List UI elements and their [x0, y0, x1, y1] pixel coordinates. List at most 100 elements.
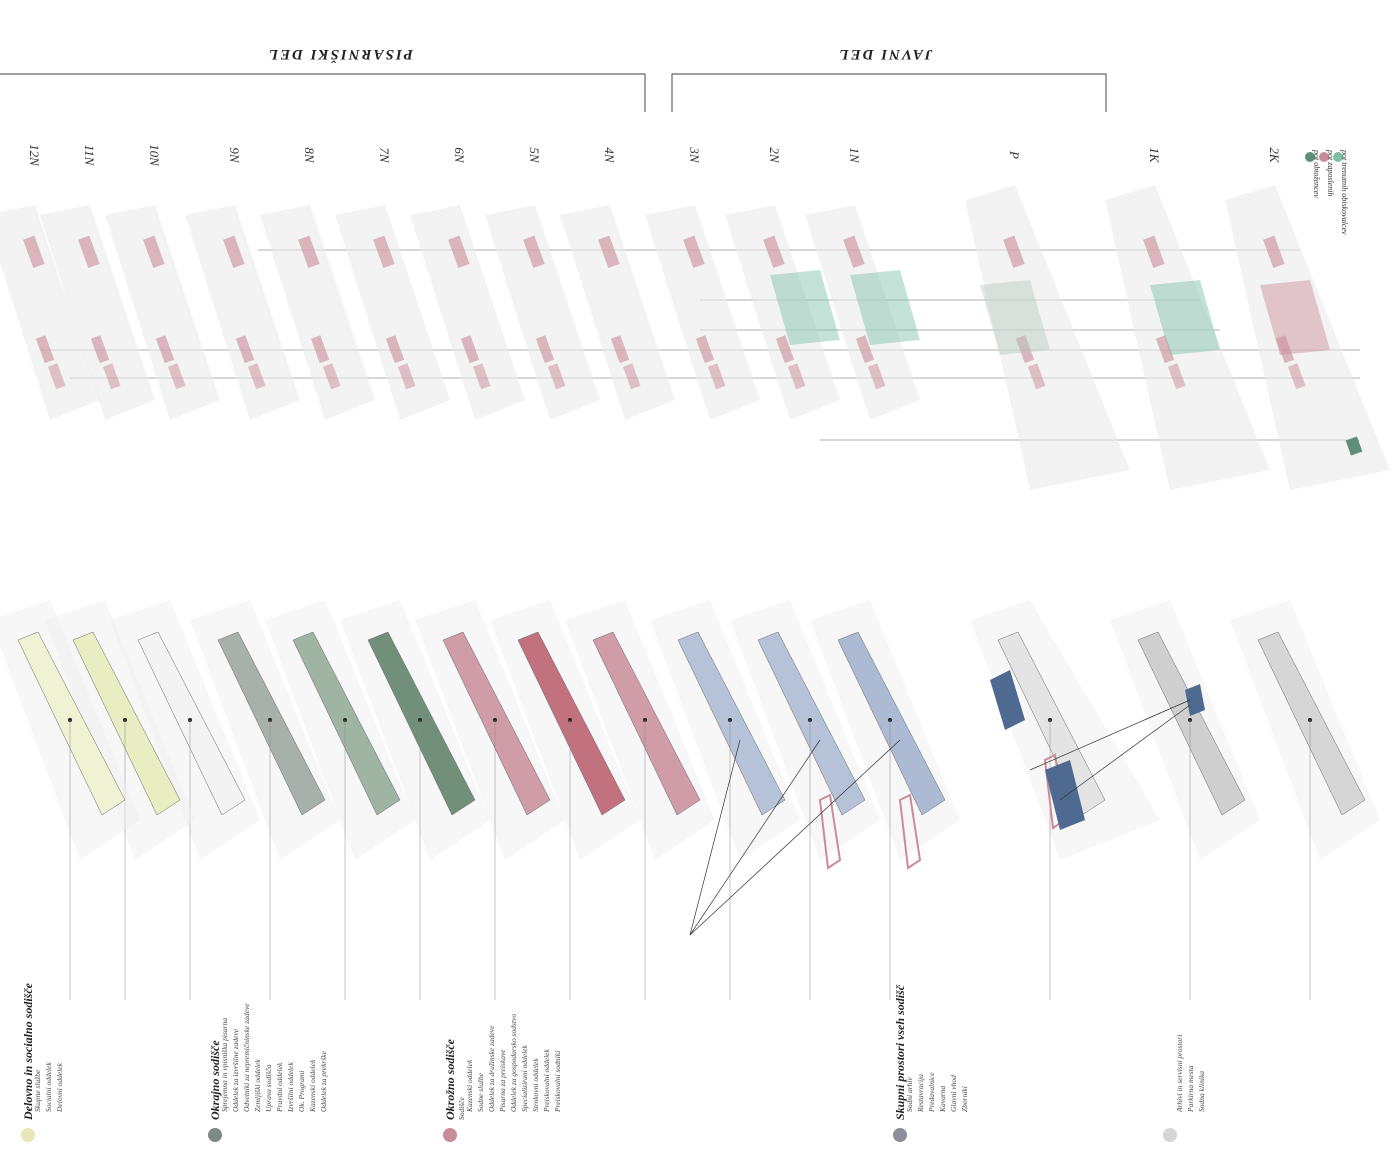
group-swatch [208, 1128, 222, 1142]
vertical-core-marker [167, 363, 186, 390]
legend-label: pot obtožencev [1312, 149, 1321, 198]
floor-slab [105, 205, 220, 420]
floor-slab [0, 205, 100, 420]
group-item: Kazenski oddelek [465, 1059, 474, 1113]
floor-slab [185, 205, 300, 420]
vertical-core-marker [322, 363, 341, 390]
vertical-core-marker [867, 363, 886, 390]
leader-line [689, 739, 821, 936]
circulation-floor [805, 205, 920, 420]
vertical-core-marker [1155, 335, 1175, 364]
program-floor [265, 600, 415, 1000]
program-strip [1257, 631, 1366, 816]
program-floor [190, 600, 340, 1000]
program-floor [0, 600, 140, 1000]
level-label: 4N [602, 147, 617, 164]
vertical-core-marker [1015, 335, 1035, 364]
group-item: Preiskovalni oddelek [542, 1049, 551, 1113]
group-item: Sodni arhiv [905, 1077, 914, 1112]
group-item: Pravdni oddelek [275, 1062, 284, 1113]
circulation-floor [485, 205, 600, 420]
floor-slab [410, 205, 525, 420]
level-label: 7N [377, 147, 392, 164]
circulation-floor [0, 205, 100, 420]
vertical-core-marker [843, 235, 865, 268]
circulation-floor [105, 205, 220, 420]
program-floor [970, 600, 1160, 1000]
section-title-office: PISARNIŠKI DEL [267, 46, 413, 63]
level-label: 1K [1147, 147, 1162, 164]
program-floors [0, 600, 1380, 1000]
section-brace-public: JAVNI DEL [671, 46, 1107, 112]
vertical-core-marker [448, 235, 470, 268]
vertical-core-marker [1003, 235, 1025, 268]
group-item: Parkirna mesta [1186, 1065, 1195, 1113]
group-swatch [443, 1128, 457, 1142]
program-strip [592, 631, 701, 816]
vertical-core-marker [385, 335, 405, 364]
floor-slab [560, 205, 675, 420]
program-strip [217, 631, 326, 816]
group-item: Preiskovalni sodniki [553, 1051, 562, 1113]
vertical-core-marker [310, 335, 330, 364]
level-label: 3N [687, 146, 702, 164]
level-label: 12N [27, 144, 42, 167]
program-strip [442, 631, 551, 816]
floor-slab [645, 205, 760, 420]
floor-slab [965, 185, 1130, 490]
group-item: Izvršilni oddelek [286, 1062, 295, 1113]
vertical-core-marker [535, 335, 555, 364]
group-item: Oddelek za gospodarsko sodstvo [509, 1014, 518, 1112]
stair-connector [898, 793, 922, 870]
circulation-floors [0, 185, 1390, 490]
circulation-floor [725, 205, 840, 420]
group-item: Sodna klinika [1197, 1071, 1206, 1112]
vertical-core-marker [622, 363, 641, 390]
program-floor [810, 600, 960, 1000]
level-label: 2N [767, 147, 782, 164]
section-title-public: JAVNI DEL [838, 46, 934, 62]
program-strip [677, 631, 786, 816]
section-brace-office: PISARNIŠKI DEL [0, 46, 646, 112]
group-item: Strokovni oddelek [531, 1058, 540, 1112]
program-floor [1230, 600, 1380, 1000]
circulation-floor [40, 205, 155, 420]
group-item: Predavalnice [927, 1072, 936, 1113]
group-title: Delovno in socialno sodišče [21, 982, 35, 1121]
circulation-floor [335, 205, 450, 420]
legend-label: pot trenutnih obiskovalcev [1340, 149, 1349, 235]
circulation-floor [965, 185, 1130, 490]
floor-slab [1105, 185, 1270, 490]
level-label: 8N [302, 147, 317, 164]
group-item: Zborniki [960, 1086, 969, 1112]
circulation-legend: pot trenutnih obiskovalcev pot zaposlenih… [1305, 149, 1349, 235]
group-item: Oddelek za izvršilne zadeve [231, 1028, 240, 1112]
vertical-core-marker [1167, 363, 1186, 390]
vertical-core-marker [223, 235, 245, 268]
level-label: 10N [147, 144, 162, 167]
public-zone [990, 670, 1025, 730]
public-zone [1045, 760, 1085, 830]
group-swatch [1163, 1128, 1177, 1142]
level-label: P [1007, 150, 1022, 159]
floor-slab [805, 205, 920, 420]
vertical-core-marker [397, 363, 416, 390]
vertical-core-marker [78, 235, 100, 268]
public-zone [1185, 684, 1205, 716]
group-item: Skupne službe [33, 1069, 42, 1112]
program-floor [415, 600, 565, 1000]
group-item: Odvetniki za nepremičninske zadeve [242, 1003, 251, 1112]
floor-slab [485, 205, 600, 420]
vertical-core-marker [1263, 235, 1285, 268]
circulation-zone [850, 270, 920, 345]
legend-label: pot zaposlenih [1326, 149, 1335, 196]
vertical-core-marker [1027, 363, 1046, 390]
level-label: 6N [452, 147, 467, 164]
stair-connector [818, 793, 842, 870]
level-label: 1N [847, 147, 862, 164]
leader-line [1029, 699, 1191, 771]
